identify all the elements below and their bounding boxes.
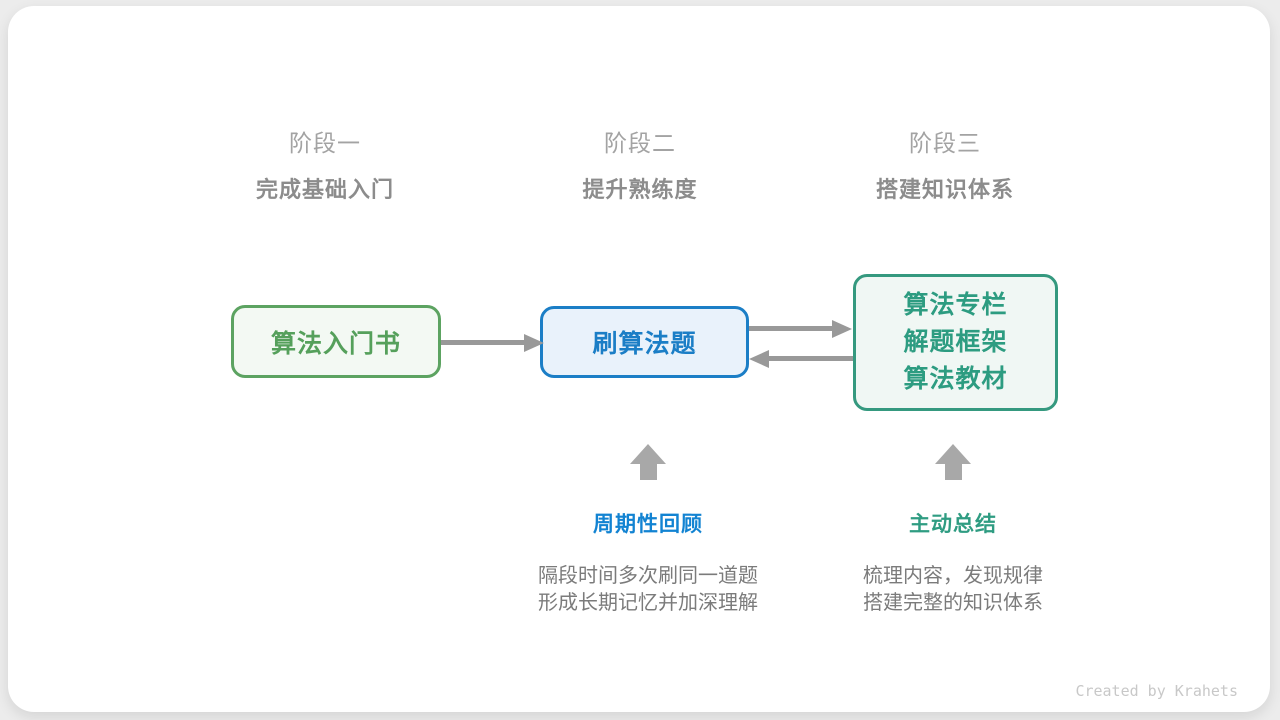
up-arrow-head (935, 444, 971, 464)
annotation-desc: 梳理内容，发现规律 搭建完整的知识体系 (793, 563, 1113, 617)
node-label: 算法入门书 (270, 329, 401, 358)
flow-arrow-line (441, 340, 526, 345)
annotation-title: 主动总结 (909, 513, 997, 536)
stage-subtitle: 完成基础入门 (255, 177, 394, 202)
stage-label: 阶段三 (909, 130, 981, 156)
stage-subtitle: 提升熟练度 (582, 177, 698, 202)
arrow-right-icon (832, 320, 852, 338)
footer-credit: Created by Krahets (1075, 682, 1238, 700)
node-line-1: 算法专栏 (903, 291, 1008, 319)
feedback-arrow-left-line (767, 356, 853, 361)
up-arrow-icon (935, 444, 971, 480)
up-arrow-icon (630, 444, 666, 480)
up-arrow-stem (944, 464, 962, 480)
node-beginner-book: 算法入门书 (231, 305, 441, 378)
node-practice-problems: 刷算法题 (540, 306, 749, 378)
annotation-desc-line-2: 搭建完整的知识体系 (863, 592, 1043, 614)
diagram-card: 阶段一 完成基础入门 阶段二 提升熟练度 阶段三 搭建知识体系 算法入门书 刷算… (8, 6, 1270, 712)
annotation-desc-line-1: 隔段时间多次刷同一道题 (538, 565, 758, 587)
stage-header-3: 阶段三 搭建知识体系 (805, 130, 1085, 203)
feedback-arrow-right-line (749, 326, 834, 331)
annotation-periodic-review: 周期性回顾 隔段时间多次刷同一道题 形成长期记忆并加深理解 (488, 512, 808, 617)
node-knowledge-resources: 算法专栏 解题框架 算法教材 (853, 274, 1058, 411)
annotation-desc: 隔段时间多次刷同一道题 形成长期记忆并加深理解 (488, 563, 808, 617)
up-arrow-head (630, 444, 666, 464)
node-line-3: 算法教材 (903, 365, 1008, 393)
stage-label: 阶段一 (289, 130, 361, 156)
annotation-title: 周期性回顾 (593, 513, 703, 536)
stage-subtitle: 搭建知识体系 (875, 177, 1014, 202)
annotation-desc-line-1: 梳理内容，发现规律 (863, 565, 1043, 587)
annotation-desc-line-2: 形成长期记忆并加深理解 (538, 592, 758, 614)
node-line-2: 解题框架 (903, 328, 1008, 356)
stage-header-1: 阶段一 完成基础入门 (185, 130, 465, 203)
arrow-left-icon (749, 350, 769, 368)
up-arrow-stem (639, 464, 657, 480)
stage-label: 阶段二 (604, 130, 676, 156)
stage-header-2: 阶段二 提升熟练度 (500, 130, 780, 203)
annotation-active-summary: 主动总结 梳理内容，发现规律 搭建完整的知识体系 (793, 512, 1113, 617)
arrow-right-icon (524, 334, 544, 352)
node-label: 刷算法题 (592, 330, 697, 358)
